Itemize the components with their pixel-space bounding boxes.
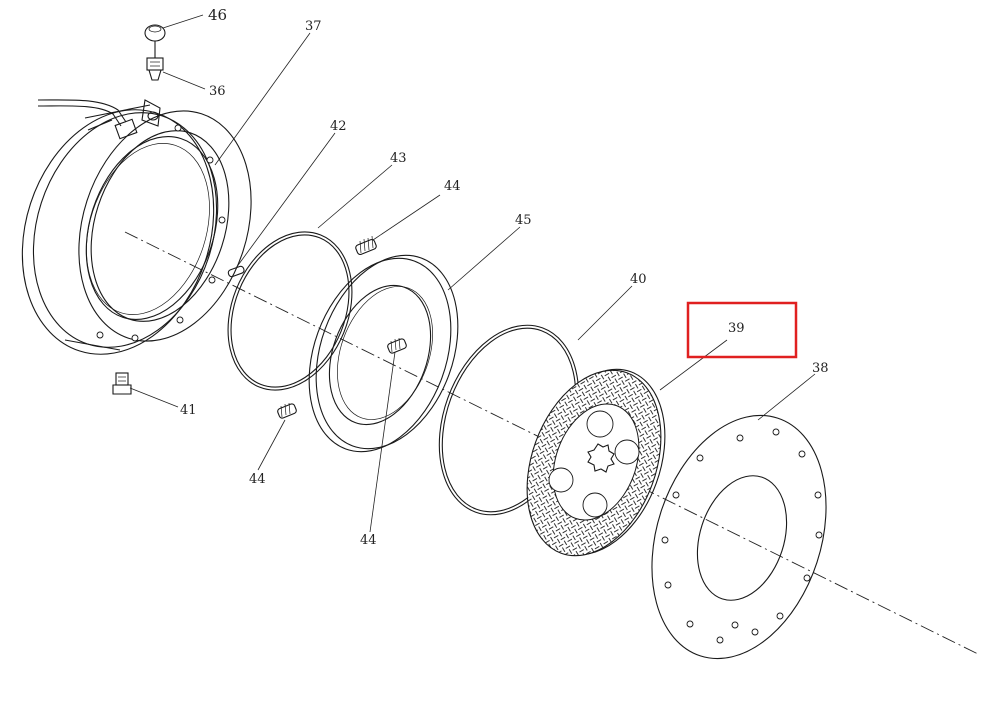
highlight-box-39 (686, 301, 798, 359)
callout-37: 37 (305, 19, 322, 34)
callout-44-bottom: 44 (360, 533, 377, 548)
callout-45: 45 (515, 213, 532, 228)
part-45-piston-ring (308, 254, 459, 453)
part-42-pin (227, 265, 245, 278)
callout-43: 43 (390, 151, 407, 166)
part-46-cap (144, 24, 166, 58)
part-44-spring-b (387, 337, 407, 354)
callout-40: 40 (630, 272, 647, 287)
callout-42: 42 (330, 119, 347, 134)
callout-44-left: 44 (249, 472, 266, 487)
part-44-spring-a (355, 235, 377, 256)
part-38-separator-plate (651, 414, 827, 660)
callout-44-top: 44 (444, 179, 461, 194)
part-41-plug (112, 372, 132, 395)
callout-46: 46 (208, 6, 227, 24)
part-44-spring-c (277, 402, 297, 419)
callout-38: 38 (812, 361, 829, 376)
center-axis-line (124, 231, 981, 656)
part-39-friction-disc (526, 368, 666, 557)
callout-41: 41 (180, 403, 197, 418)
part-37-brake-housing (21, 99, 252, 355)
callout-36: 36 (209, 84, 226, 99)
part-43-o-ring (227, 231, 353, 391)
leader-lines (129, 14, 816, 533)
part-36-bleeder-valve (146, 57, 164, 81)
callout-39: 39 (728, 321, 745, 336)
